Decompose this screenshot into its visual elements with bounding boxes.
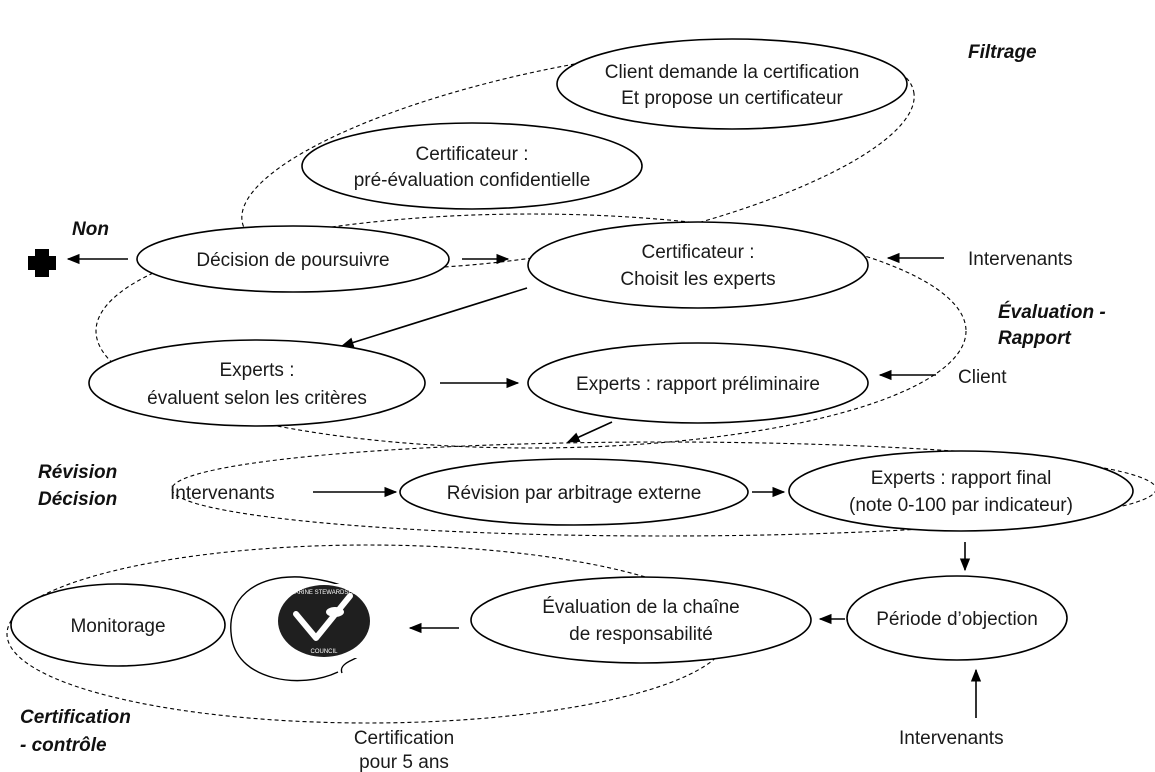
node-decision: Décision de poursuivre <box>136 225 450 293</box>
label-certification-line2: pour 5 ans <box>359 752 449 772</box>
label-certification-line1: Certification <box>354 728 454 749</box>
node-chaine-responsabilite-line1: Évaluation de la chaîne <box>542 597 740 618</box>
node-rapport-preliminaire: Experts : rapport préliminaire <box>527 342 869 424</box>
msc-logo: MARINE STEWARDSHIP COUNCIL <box>268 584 380 658</box>
node-experts-evaluent: Experts : évaluent selon les critères <box>88 339 426 427</box>
node-periode-objection: Période d’objection <box>846 575 1068 661</box>
phase-evaluation-line2: Rapport <box>998 328 1072 349</box>
node-pre-evaluation-line1: Certificateur : <box>416 144 529 165</box>
stop-cross-icon <box>28 249 56 277</box>
phase-filtrage: Filtrage <box>968 42 1037 63</box>
node-choisit-experts-line1: Certificateur : <box>642 242 755 263</box>
label-intervenants-2: Intervenants <box>170 483 275 504</box>
node-client-demande-line1: Client demande la certification <box>605 62 860 83</box>
node-experts-evaluent-line2: évaluent selon les critères <box>147 388 367 409</box>
node-revision: Révision par arbitrage externe <box>399 458 749 526</box>
node-rapport-final-line2: (note 0-100 par indicateur) <box>849 495 1073 516</box>
node-pre-evaluation-line2: pré-évaluation confidentielle <box>354 170 591 191</box>
node-monitorage: Monitorage <box>10 583 226 667</box>
node-rapport-final: Experts : rapport final (note 0-100 par … <box>788 450 1134 532</box>
node-rapport-final-line1: Experts : rapport final <box>871 468 1052 489</box>
phase-certification-line1: Certification <box>20 707 131 728</box>
node-pre-evaluation: Certificateur : pré-évaluation confident… <box>301 122 643 210</box>
label-intervenants-1: Intervenants <box>968 249 1073 270</box>
label-client: Client <box>958 367 1007 388</box>
phase-evaluation-line1: Évaluation - <box>998 301 1106 323</box>
label-intervenants-3: Intervenants <box>899 728 1004 749</box>
phase-revision-line1: Révision <box>38 462 117 483</box>
label-non: Non <box>72 219 109 240</box>
logo-hand-loop <box>230 576 379 682</box>
node-rapport-preliminaire-label: Experts : rapport préliminaire <box>576 374 820 395</box>
node-decision-label: Décision de poursuivre <box>196 250 389 271</box>
phase-certification-line2: - contrôle <box>20 735 107 756</box>
arrow-choisit-to-experts <box>340 287 528 348</box>
node-choisit-experts: Certificateur : Choisit les experts <box>527 221 869 309</box>
node-chaine-responsabilite: Évaluation de la chaîne de responsabilit… <box>470 576 812 664</box>
msc-logo-text-bottom: COUNCIL <box>310 649 338 655</box>
node-choisit-experts-line2: Choisit les experts <box>620 269 775 290</box>
evaluation-group <box>95 213 967 449</box>
node-client-demande: Client demande la certification Et propo… <box>556 38 908 130</box>
node-chaine-responsabilite-line2: de responsabilité <box>569 624 713 645</box>
node-experts-evaluent-line1: Experts : <box>220 360 295 381</box>
node-periode-objection-label: Période d’objection <box>876 609 1038 630</box>
fish-icon <box>326 607 344 617</box>
filtrage-group <box>241 45 915 269</box>
msc-logo-text-top: MARINE STEWARDSHIP <box>290 590 359 596</box>
node-client-demande-line2: Et propose un certificateur <box>621 88 843 109</box>
node-revision-label: Révision par arbitrage externe <box>447 483 702 504</box>
phase-revision-line2: Décision <box>38 489 117 510</box>
arrow-preliminaire-to-revision <box>566 421 613 443</box>
revision-group <box>171 441 1155 537</box>
node-monitorage-label: Monitorage <box>70 616 165 637</box>
